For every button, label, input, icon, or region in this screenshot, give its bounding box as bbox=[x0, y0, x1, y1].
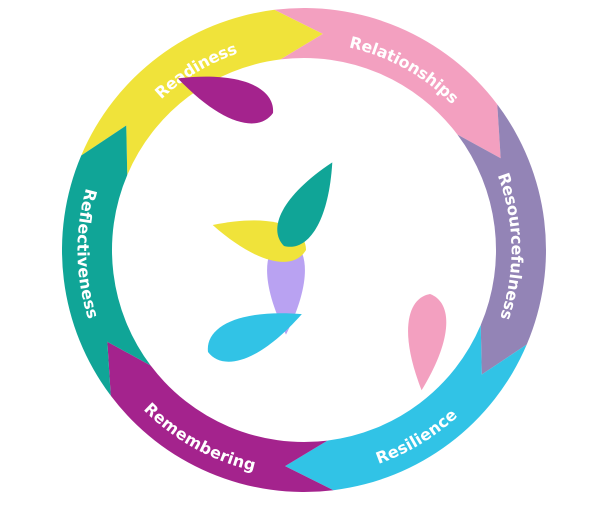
center-petals bbox=[177, 76, 447, 391]
cycle-ring bbox=[62, 7, 546, 493]
petal-teal bbox=[277, 162, 333, 247]
petal-magenta bbox=[177, 76, 274, 124]
segment-readiness bbox=[81, 9, 323, 175]
segment-remembering bbox=[107, 341, 334, 493]
petal-cyan bbox=[207, 313, 302, 362]
segment-resourcefulness bbox=[457, 104, 546, 375]
segment-reflectiveness bbox=[62, 125, 151, 396]
segment-resilience bbox=[285, 325, 527, 491]
segment-relationships bbox=[274, 7, 501, 159]
petal-pink bbox=[408, 294, 447, 391]
petal-purple bbox=[267, 238, 305, 335]
